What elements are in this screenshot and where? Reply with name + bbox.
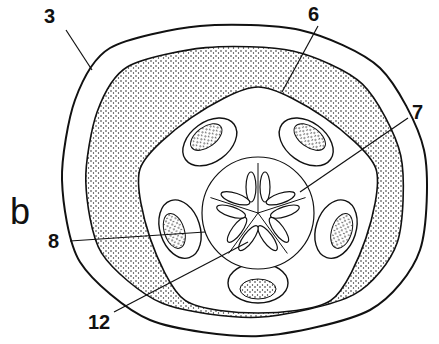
- panel-letter: b: [10, 194, 30, 230]
- anther: [246, 172, 256, 202]
- callout-number: 3: [44, 6, 55, 26]
- lobe: [308, 194, 365, 263]
- lobe-core: [327, 211, 357, 251]
- callout-number: 6: [308, 4, 319, 24]
- anther: [220, 189, 252, 208]
- outer-wall: [62, 25, 427, 336]
- stippled-tissue: [86, 46, 404, 317]
- callout-number: 7: [412, 102, 423, 122]
- leader-line: [66, 30, 92, 70]
- callout-number: 8: [48, 231, 59, 251]
- leader-line: [282, 26, 318, 92]
- septum: [258, 163, 259, 213]
- lobe-core: [240, 279, 276, 299]
- leader-line: [70, 232, 205, 241]
- callout-number: 12: [88, 312, 110, 332]
- anther: [224, 215, 250, 245]
- inner-cavity: [139, 87, 378, 313]
- lobe: [152, 194, 209, 263]
- leader-line: [300, 118, 408, 192]
- leader-line: [114, 242, 248, 312]
- lobe-core: [159, 211, 189, 251]
- anther: [260, 172, 270, 202]
- lobe-core: [289, 118, 330, 155]
- central-disc: [202, 157, 314, 269]
- lobe-core: [186, 118, 227, 155]
